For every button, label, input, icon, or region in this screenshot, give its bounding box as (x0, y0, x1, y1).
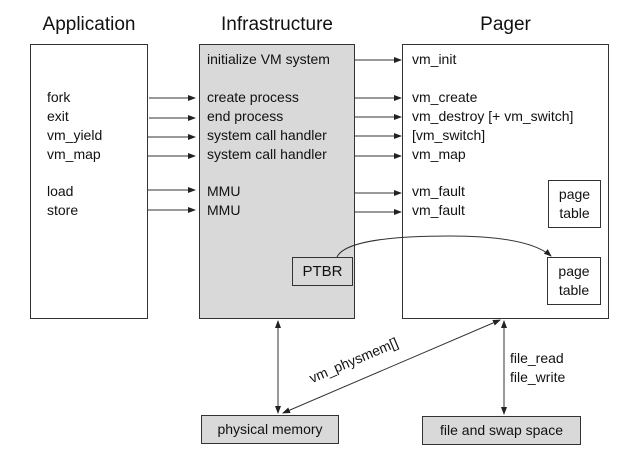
physical-memory-box: physical memory (201, 415, 339, 444)
page-table-1-line-2: table (559, 205, 590, 221)
file-swap-box: file and swap space (422, 416, 581, 445)
ptbr-box: PTBR (292, 257, 353, 286)
infra-item-create-process: create process (207, 89, 299, 105)
pager-item-vm-init: vm_init (412, 51, 457, 67)
page-table-2-line-2: table (558, 282, 590, 298)
app-item-store: store (47, 202, 79, 218)
ptbr-curve-arrow (336, 235, 552, 258)
infra-item-mmu-2: MMU (207, 202, 241, 218)
application-title: Application (42, 14, 136, 35)
app-item-fork: fork (47, 89, 71, 105)
app-item-exit: exit (47, 108, 69, 124)
pager-item-vm-fault-1: vm_fault (412, 183, 465, 199)
pager-item-vm-switch: [vm_switch] (412, 127, 486, 143)
infra-item-init-vm: initialize VM system (207, 51, 330, 67)
app-item-vm-yield: vm_yield (47, 127, 103, 143)
infra-item-end-process: end process (207, 108, 284, 124)
application-box (30, 44, 148, 319)
app-item-vm-map: vm_map (47, 146, 101, 162)
pager-item-vm-fault-2: vm_fault (412, 202, 465, 218)
page-table-2-line-1: page (558, 263, 590, 279)
infra-item-syscall-1: system call handler (207, 127, 327, 143)
infra-item-syscall-2: system call handler (207, 146, 327, 162)
page-table-box-1: page table (548, 180, 601, 228)
file-write-label: file_write (510, 369, 566, 385)
infrastructure-box (199, 44, 355, 319)
pager-item-vm-create: vm_create (412, 89, 478, 105)
pager-item-vm-destroy: vm_destroy [+ vm_switch] (412, 108, 574, 124)
pager-item-vm-map: vm_map (412, 146, 466, 162)
infra-item-mmu-1: MMU (207, 183, 241, 199)
page-table-box-2: page table (547, 257, 601, 305)
arrow-pager-physmem (282, 319, 501, 414)
file-read-label: file_read (510, 350, 564, 366)
pager-title: Pager (480, 14, 531, 35)
app-item-load: load (47, 183, 74, 199)
infrastructure-title: Infrastructure (221, 14, 333, 35)
page-table-1-line-1: page (558, 186, 591, 202)
